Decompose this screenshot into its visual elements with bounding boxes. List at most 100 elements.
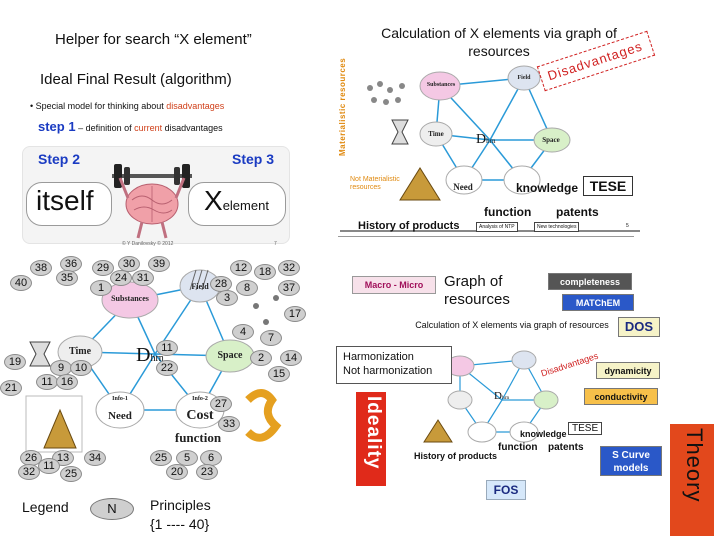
principle-number: 39 bbox=[148, 256, 170, 272]
s-curve-box: S Curve models bbox=[600, 446, 662, 476]
theory-bar bbox=[670, 424, 714, 536]
node-info1: Info-1 bbox=[112, 396, 128, 402]
principle-number: 16 bbox=[56, 374, 78, 390]
principle-number: 37 bbox=[278, 280, 300, 296]
x-main: X bbox=[204, 185, 223, 216]
step2-label: Step 2 bbox=[38, 151, 81, 167]
principle-number: 27 bbox=[210, 396, 232, 412]
node-field: Field bbox=[191, 282, 209, 291]
principle-number: 38 bbox=[30, 260, 52, 276]
node-need: Need bbox=[108, 410, 132, 422]
theory-label: Theory bbox=[682, 428, 707, 503]
principle-number: 28 bbox=[210, 276, 232, 292]
bottom-dhr-main: D bbox=[494, 390, 502, 402]
bottom-dhr-sub: hrn bbox=[501, 395, 510, 401]
graph-title-1: Graph of bbox=[444, 273, 503, 290]
calc-title-small: Calculation of X elements via graph of r… bbox=[415, 320, 609, 330]
fos-box: FOS bbox=[486, 480, 526, 500]
principle-number: 4 bbox=[232, 324, 254, 340]
node-function: function bbox=[174, 430, 222, 445]
node-info2: Info-2 bbox=[192, 396, 208, 402]
node-space: Space bbox=[217, 350, 243, 361]
resources-graph-bottom bbox=[418, 350, 559, 443]
step1-end: disadvantages bbox=[162, 123, 223, 133]
macro-micro-box: Macro - Micro bbox=[352, 276, 436, 294]
calc-title: Calculation of X elements via graph of r… bbox=[381, 25, 617, 60]
materialistic-label: Materialistic resources bbox=[338, 57, 347, 156]
top-dhr-sub: hrn bbox=[486, 137, 496, 145]
harmonization-box: Harmonization Not harmonization bbox=[336, 346, 452, 384]
principles-line1: Principles bbox=[150, 497, 211, 513]
principle-number: 33 bbox=[218, 416, 240, 432]
principle-number: 14 bbox=[280, 350, 302, 366]
analysis-box: Analysis of NTP bbox=[476, 222, 518, 232]
principle-number: 2 bbox=[250, 350, 272, 366]
x-element-bubble bbox=[188, 182, 286, 226]
copyright-note: © Y Danilovsky © 2012 bbox=[122, 241, 174, 247]
principle-number: 11 bbox=[36, 374, 58, 390]
top-page-number: 5 bbox=[626, 223, 629, 229]
top-node-substances: Substances bbox=[426, 82, 456, 88]
itself-text: itself bbox=[36, 185, 94, 216]
harmonization-line1: Harmonization bbox=[343, 351, 414, 363]
step1-line: step 1 – definition of current disadvant… bbox=[38, 119, 223, 134]
node-cost: Cost bbox=[186, 408, 214, 423]
step1-mid: – definition of bbox=[75, 123, 135, 133]
principle-number: 3 bbox=[216, 290, 238, 306]
principle-number: 7 bbox=[260, 330, 282, 346]
principle-number: 40 bbox=[10, 275, 32, 291]
bullet-prefix: • Special model for thinking about bbox=[30, 101, 167, 111]
principle-number: 22 bbox=[156, 360, 178, 376]
principle-number: 17 bbox=[284, 306, 306, 322]
not-materialistic-label: Not Materialistic resources bbox=[350, 176, 400, 192]
x-element-text: Xelement bbox=[204, 185, 269, 217]
top-dhr: Dhrn bbox=[476, 132, 495, 147]
principle-number: 10 bbox=[70, 360, 92, 376]
top-node-need: Need bbox=[453, 182, 473, 192]
principle-number: 26 bbox=[20, 450, 42, 466]
patents-small: patents bbox=[548, 442, 584, 453]
principle-number: 32 bbox=[278, 260, 300, 276]
patents-label: patents bbox=[556, 205, 599, 219]
bottom-dhr: Dhrn bbox=[494, 390, 509, 402]
principle-number: 21 bbox=[0, 380, 22, 396]
ideality-bar bbox=[356, 392, 386, 486]
graph-title-2: resources bbox=[444, 291, 510, 308]
node-time: Time bbox=[68, 346, 92, 357]
dhr-main: D bbox=[136, 344, 151, 366]
dhr-sub: hrn bbox=[150, 353, 164, 364]
node-substances: Substances bbox=[111, 294, 149, 303]
step1-red: current bbox=[134, 123, 163, 133]
ideality-label: Ideality bbox=[363, 396, 384, 470]
principle-number: 12 bbox=[230, 260, 252, 276]
top-dhr-main: D bbox=[476, 132, 487, 147]
function-label: function bbox=[484, 205, 532, 219]
legend-label: Legend bbox=[22, 499, 69, 515]
principle-number: 34 bbox=[84, 450, 106, 466]
principle-number: 5 bbox=[176, 450, 198, 466]
principles-line2: {1 ---- 40} bbox=[150, 515, 210, 532]
bullet-line: • Special model for thinking about disad… bbox=[30, 101, 224, 112]
principle-number: 11 bbox=[156, 340, 178, 356]
top-node-space: Space bbox=[542, 136, 560, 144]
brain-barbell-icon bbox=[112, 164, 192, 239]
principle-number: 8 bbox=[236, 280, 258, 296]
harmonization-line2: Not harmonization bbox=[343, 365, 433, 378]
principle-number: 32 bbox=[18, 464, 40, 480]
knowledge-small: knowledge bbox=[520, 429, 567, 439]
principle-number: 31 bbox=[132, 270, 154, 286]
principle-number: 24 bbox=[110, 270, 132, 286]
helper-title: Helper for search “X element” bbox=[55, 31, 252, 48]
x-sub: element bbox=[222, 198, 269, 213]
principle-number: 19 bbox=[4, 354, 26, 370]
principle-number: 1 bbox=[90, 280, 112, 296]
principle-number: 35 bbox=[56, 270, 78, 286]
conductivity-box: conductivity bbox=[584, 388, 658, 405]
tese-small-box: TESE bbox=[568, 422, 603, 435]
principles-graph bbox=[25, 269, 282, 453]
principle-number: 15 bbox=[268, 366, 290, 382]
principle-number: 23 bbox=[196, 464, 218, 480]
principle-number: 30 bbox=[118, 256, 140, 272]
resources-graph-top bbox=[340, 65, 640, 232]
dhr-center: Dhrn bbox=[136, 344, 164, 366]
